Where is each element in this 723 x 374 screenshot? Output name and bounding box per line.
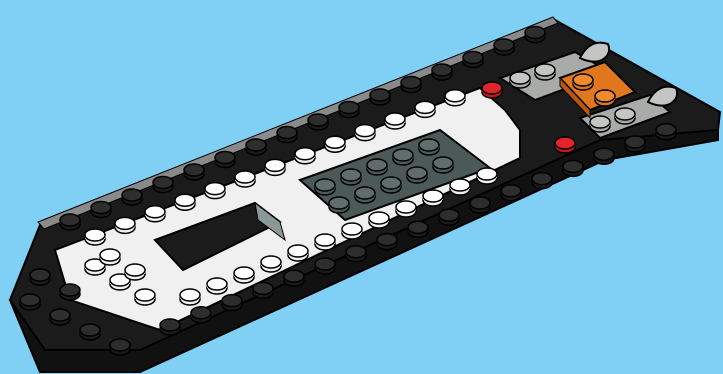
black-stud — [346, 246, 366, 262]
black-stud — [20, 294, 40, 310]
white-stud — [175, 194, 195, 210]
white-stud — [325, 136, 345, 152]
black-stud — [91, 202, 111, 218]
dark-gray-stud — [419, 139, 439, 155]
dark-gray-stud — [341, 169, 361, 185]
light-gray-stud — [615, 108, 635, 124]
dark-gray-stud — [367, 159, 387, 175]
black-stud — [246, 139, 266, 155]
dark-gray-stud — [315, 179, 335, 195]
dark-gray-stud — [407, 167, 427, 183]
black-stud — [222, 295, 242, 311]
black-stud — [501, 185, 521, 201]
white-stud — [445, 90, 465, 106]
black-stud — [470, 197, 490, 213]
black-stud — [532, 173, 552, 189]
dark-gray-stud — [329, 197, 349, 213]
black-stud — [160, 319, 180, 335]
white-stud — [415, 101, 435, 117]
black-stud — [60, 214, 80, 230]
black-stud — [50, 309, 70, 325]
black-stud — [308, 114, 328, 130]
dark-gray-stud — [355, 187, 375, 203]
black-stud — [594, 148, 614, 164]
white-stud — [115, 217, 135, 233]
black-stud — [284, 270, 304, 286]
white-stud — [265, 159, 285, 175]
red-stud-front — [555, 137, 575, 153]
black-stud — [339, 102, 359, 118]
black-stud — [30, 269, 50, 285]
white-stud — [355, 125, 375, 141]
black-stud — [563, 160, 583, 176]
white-stud — [261, 256, 281, 272]
black-stud — [432, 64, 452, 80]
white-stud — [180, 289, 200, 305]
white-stud — [342, 223, 362, 239]
light-gray-stud — [535, 64, 555, 80]
white-stud — [145, 206, 165, 222]
red-stud-back — [482, 82, 502, 98]
white-stud — [423, 190, 443, 206]
black-stud — [153, 177, 173, 193]
white-stud — [288, 245, 308, 261]
dark-gray-stud — [433, 157, 453, 173]
white-stud — [135, 289, 155, 305]
white-stud — [207, 278, 227, 294]
black-stud — [110, 339, 130, 355]
black-stud — [525, 27, 545, 43]
light-gray-stud — [510, 72, 530, 88]
white-stud — [125, 264, 145, 280]
black-stud — [408, 221, 428, 237]
black-stud — [439, 209, 459, 225]
white-stud — [385, 113, 405, 129]
black-stud — [401, 77, 421, 93]
dark-gray-stud — [393, 149, 413, 165]
black-stud — [215, 152, 235, 168]
light-gray-stud — [590, 116, 610, 132]
orange-stud — [595, 90, 615, 106]
black-stud — [122, 189, 142, 205]
white-stud — [369, 212, 389, 228]
white-stud — [396, 201, 416, 217]
black-stud — [377, 234, 397, 250]
black-stud — [253, 282, 273, 298]
white-stud — [477, 168, 497, 184]
black-stud — [494, 39, 514, 55]
black-stud — [184, 164, 204, 180]
black-stud — [370, 89, 390, 105]
white-stud — [85, 229, 105, 245]
black-stud — [656, 124, 676, 140]
dark-gray-stud — [381, 177, 401, 193]
black-stud — [191, 307, 211, 323]
white-stud — [315, 234, 335, 250]
white-stud — [450, 179, 470, 195]
black-stud — [625, 136, 645, 152]
orange-stud — [573, 74, 593, 90]
white-stud — [235, 171, 255, 187]
black-stud — [80, 324, 100, 340]
white-stud — [100, 249, 120, 265]
black-stud — [315, 258, 335, 274]
white-stud — [205, 183, 225, 199]
black-stud — [277, 127, 297, 143]
white-stud — [295, 148, 315, 164]
white-stud — [234, 267, 254, 283]
black-stud — [60, 284, 80, 300]
black-stud — [463, 52, 483, 68]
